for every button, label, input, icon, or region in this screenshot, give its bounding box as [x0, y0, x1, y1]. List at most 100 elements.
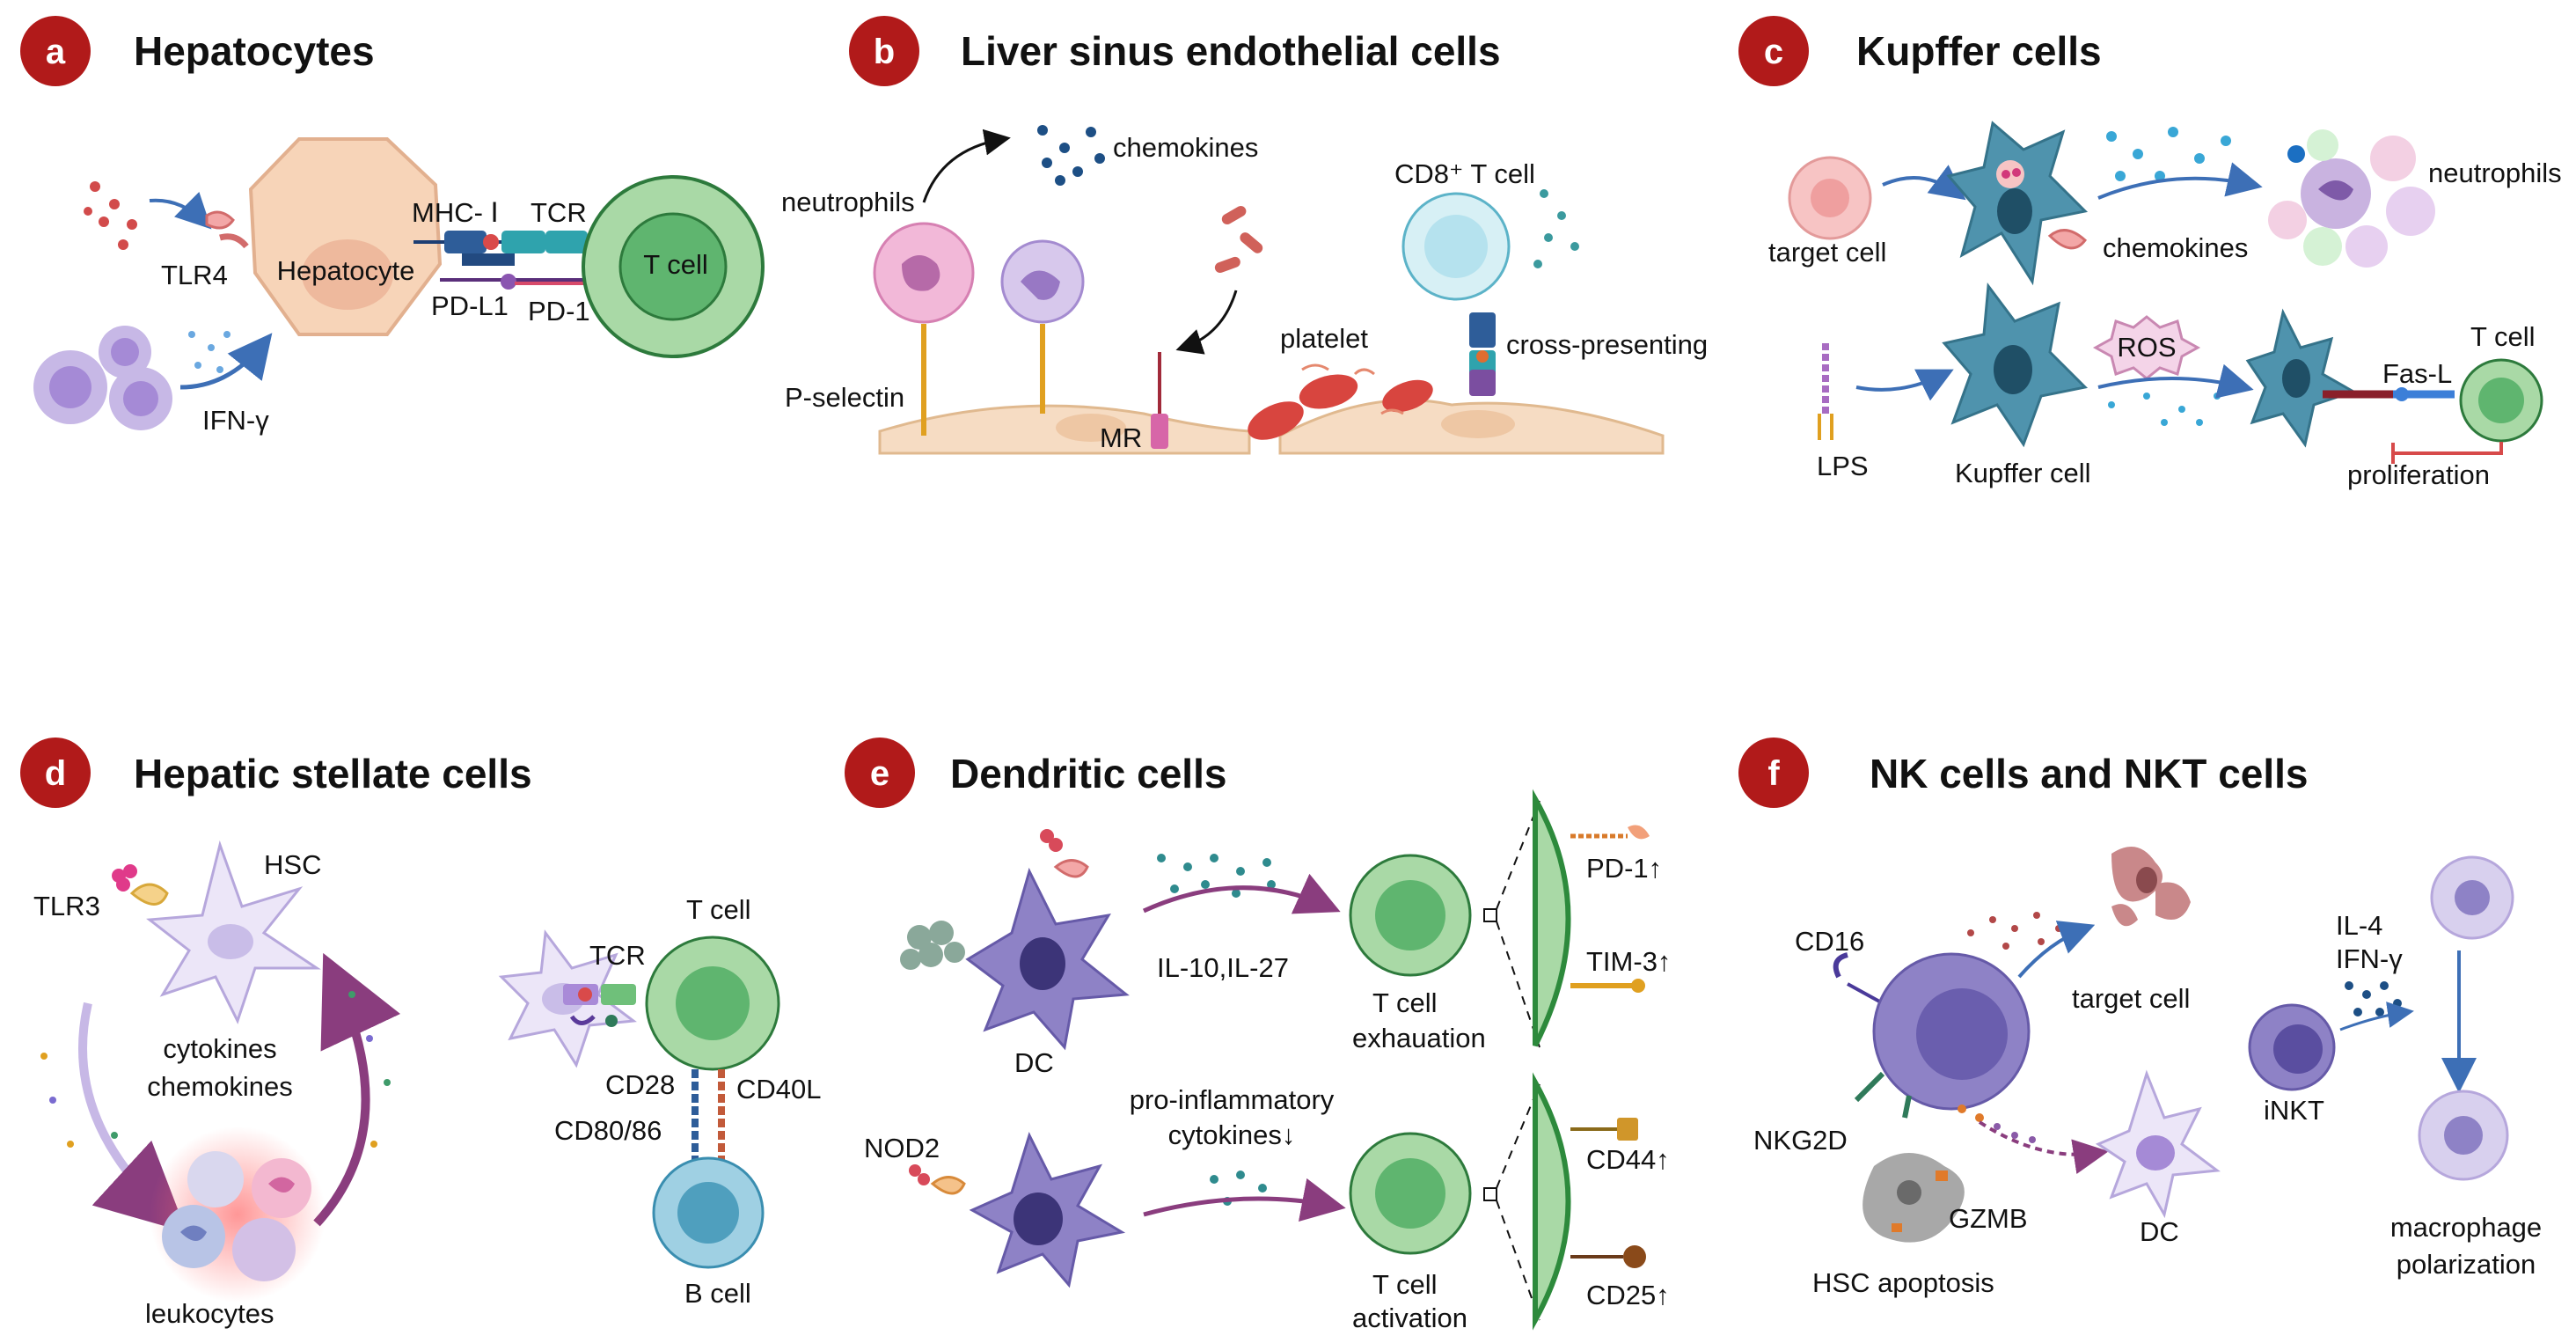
gzmb-label: GZMB — [1949, 1203, 2028, 1234]
tlr4-receptor — [205, 210, 249, 249]
cross-presenting-complex — [1469, 312, 1496, 396]
il4-label: IL-4 — [2336, 910, 2382, 941]
mr-label: MR — [1100, 422, 1142, 453]
il-label: IL-10,IL-27 — [1157, 952, 1289, 983]
t-cell-act-label-1: T cell — [1372, 1269, 1438, 1300]
t-cell-activated-nucleus — [1375, 1158, 1445, 1229]
dc-label: DC — [1014, 1047, 1054, 1078]
ingested-target — [1996, 160, 2024, 188]
zoom-line-top-1 — [1496, 800, 1540, 910]
hsc-to-leukocytes-arrow — [78, 1002, 187, 1233]
tim3-label: TIM-3↑ — [1586, 946, 1671, 977]
nk-target-arrow — [2017, 921, 2096, 979]
mr-arrow — [1175, 290, 1238, 355]
ros-label: ROS — [2117, 332, 2176, 363]
target-cell-c-nucleus — [1811, 179, 1849, 217]
nk-cell-nucleus — [1916, 988, 2008, 1080]
neutrophil-cluster-c — [2268, 129, 2435, 268]
b-cell-label: B cell — [684, 1278, 751, 1309]
pdl1-pd1 — [440, 274, 585, 290]
panel-c-title: Kupffer cells — [1856, 28, 2102, 74]
cd25-label: CD25↑ — [1586, 1280, 1670, 1310]
t-cell-d-nucleus — [676, 966, 750, 1040]
dc-top-receptor — [1040, 829, 1089, 878]
svg-text:f: f — [1767, 754, 1780, 793]
kupffer-mid-nucleus — [1994, 345, 2032, 394]
svg-text:b: b — [874, 33, 895, 71]
proinf-label-1: pro-inflammatory — [1130, 1084, 1335, 1115]
panel-c: c Kupffer cells target cell chemokines n… — [1738, 16, 2562, 490]
chemokine-flow-arrow — [2097, 162, 2263, 200]
mhc-label: MHC- Ⅰ — [412, 197, 499, 228]
lps-molecule — [1818, 343, 1833, 440]
panel-c-badge: c — [1738, 16, 1809, 86]
b-cell-nucleus — [677, 1182, 739, 1244]
nkg2d-label: NKG2D — [1753, 1125, 1848, 1156]
neutrophils-label-b: neutrophils — [781, 187, 915, 217]
macrophage-label-2: polarization — [2397, 1249, 2536, 1280]
panel-a-title: Hepatocytes — [134, 28, 375, 74]
panel-e-badge: e — [845, 738, 915, 808]
dc-label-f: DC — [2140, 1216, 2179, 1247]
nod2-label: NOD2 — [864, 1133, 940, 1163]
panel-d: d Hepatic stellate cells TLR3 HSC cytoki… — [20, 738, 822, 1329]
platelet-label: platelet — [1280, 323, 1368, 354]
lps-arrow — [1855, 369, 1954, 401]
hepatocyte-nucleus — [302, 239, 393, 310]
macrophage-polarized-nucleus — [2444, 1116, 2483, 1155]
kupffer-chemokine-dots — [2106, 127, 2231, 181]
tlr3-label: TLR3 — [33, 891, 100, 921]
panel-e-title: Dendritic cells — [950, 751, 1226, 796]
chemokine-arrow — [922, 128, 1011, 203]
zoom-line-bottom-2 — [1496, 1200, 1540, 1321]
dc-bottom-nucleus — [1014, 1193, 1063, 1245]
zoom-box-bottom — [1483, 1187, 1497, 1201]
mr-receptor — [1151, 414, 1168, 449]
t-cell-a-nucleus — [618, 212, 728, 321]
kupffer-receptor — [2047, 229, 2088, 250]
proinf-arrow — [1143, 1178, 1346, 1222]
t-cell-exh-label-1: T cell — [1372, 987, 1438, 1018]
tim3-receptor — [1570, 979, 1645, 993]
nk-dc-arrow — [1978, 1120, 2109, 1175]
panel-a: a Hepatocytes TLR4 Hepatocyte MHC- Ⅰ TCR — [20, 16, 765, 436]
hepatocyte-cell — [248, 137, 443, 336]
chemokines-label-b: chemokines — [1113, 132, 1258, 163]
platelets — [1301, 363, 1404, 415]
hsc-label: HSC — [264, 849, 321, 880]
tcr-label-a: TCR — [531, 197, 587, 228]
chemokine-dots — [1037, 125, 1105, 186]
cd40l-label: CD40L — [736, 1074, 822, 1104]
inkt-cytokine-dots — [2345, 981, 2402, 1016]
endothelial-nucleus-2 — [1441, 410, 1515, 438]
cytokines-label-d: cytokines — [163, 1033, 276, 1064]
cd28-label: CD28 — [605, 1069, 675, 1100]
leukocyte-cluster-d — [162, 1151, 311, 1281]
panel-f-title: NK cells and NKT cells — [1870, 751, 2309, 796]
cd16-receptor — [1833, 952, 1884, 1005]
t-cell-exh-label-2: exhauation — [1352, 1023, 1486, 1053]
panel-b: b Liver sinus endothelial cells neutroph… — [781, 16, 1708, 455]
nod2-receptor — [909, 1164, 966, 1195]
ifng-label-f: IFN-γ — [2336, 943, 2403, 974]
neutrophils-label-c: neutrophils — [2428, 158, 2562, 188]
panel-f-badge: f — [1738, 738, 1809, 808]
cd8086-label: CD80/86 — [554, 1115, 662, 1146]
neutrophil-2-nucleus — [1021, 270, 1060, 300]
cytokine-dots-d — [40, 991, 391, 1148]
tcr-label-d: TCR — [589, 940, 646, 971]
t-cell-exhausted-nucleus — [1375, 880, 1445, 950]
proliferation-inhibit-line — [2393, 442, 2503, 455]
nkg2d-receptor — [1854, 1071, 1912, 1119]
ros-arrow — [2097, 363, 2254, 399]
panel-a-badge: a — [20, 16, 91, 86]
inkt-arrow — [2339, 1002, 2414, 1031]
cd8-cytokine-dots — [1533, 189, 1579, 268]
lps-label: LPS — [1817, 451, 1869, 481]
target-label-c: target cell — [1768, 237, 1886, 268]
inkt-label: iNKT — [2264, 1095, 2324, 1126]
tlr4-arrow — [149, 192, 212, 230]
neutrophil-1-nucleus — [902, 255, 940, 291]
target-label-f: target cell — [2072, 983, 2190, 1014]
